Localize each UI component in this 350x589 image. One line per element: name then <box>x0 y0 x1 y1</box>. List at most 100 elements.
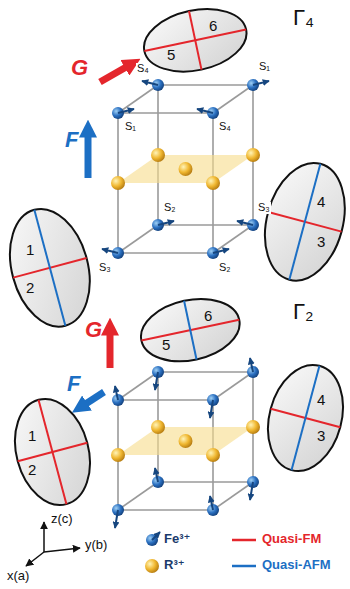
plane-ellipse-shape <box>265 362 346 474</box>
ellipse-outline <box>7 206 93 330</box>
legend-rare-earth-sample <box>145 559 159 573</box>
vector-label: F <box>64 128 79 151</box>
spin-arrow <box>210 400 213 418</box>
cell-edge <box>118 252 213 254</box>
cell-edge <box>213 85 253 113</box>
ellipse-outline <box>12 396 93 508</box>
legend-afm-line <box>232 565 256 568</box>
rare-earth-atom <box>246 420 260 434</box>
plane-ellipse: 34 <box>265 362 346 474</box>
site-label: S₂ <box>218 262 232 274</box>
ellipse-group <box>12 396 93 508</box>
ellipse-group <box>7 206 93 330</box>
rare-earth-atom <box>179 162 193 176</box>
rare-earth-atom <box>151 148 165 162</box>
sublattice-number: 4 <box>317 392 325 407</box>
legend-text: Quasi-FM <box>262 532 321 546</box>
unit-cell <box>102 79 269 259</box>
plane-ellipse: 34 <box>262 160 348 284</box>
legend-text: R³⁺ <box>164 558 185 572</box>
sublattice-number: 2 <box>26 280 34 295</box>
rare-earth-atom <box>151 420 165 434</box>
rare-earth-atom <box>206 176 220 190</box>
site-label: S₄ <box>218 121 232 133</box>
legend-text: Quasi-AFM <box>262 558 331 572</box>
coupling-line <box>38 400 66 504</box>
rare-earth-atom <box>111 448 125 462</box>
axis-label: z(c) <box>50 512 74 526</box>
phase-label: Γ₄ <box>292 6 315 29</box>
spin-arrow <box>118 109 134 113</box>
plane-ellipse-shape <box>262 160 348 284</box>
sublattice-number: 3 <box>317 428 325 443</box>
sublattice-number: 5 <box>167 47 175 62</box>
sublattice-number: 6 <box>204 308 212 323</box>
axis-arrow <box>44 548 80 552</box>
legend-spin-sample <box>152 532 160 540</box>
cell-edge <box>158 224 253 226</box>
ellipse-outline <box>265 362 346 474</box>
spin-arrow <box>253 81 269 85</box>
plane-ellipse-shape <box>7 206 93 330</box>
plane-ellipse-shape <box>12 396 93 508</box>
vector-label: F <box>66 372 81 395</box>
ellipse-outline <box>141 6 249 75</box>
cell-edge <box>118 225 158 253</box>
plane-ellipse: 56 <box>141 6 249 75</box>
ellipse-outline <box>138 296 243 364</box>
sublattice-number: 4 <box>317 194 325 209</box>
cell-edge <box>118 112 213 114</box>
spin-arrow <box>197 109 213 113</box>
coupling-line <box>34 210 65 326</box>
ellipse-group <box>141 6 249 75</box>
f-vector-arrow <box>84 392 104 405</box>
cell-edge <box>118 399 213 401</box>
sublattice-number: 1 <box>28 428 36 443</box>
legend-fm-line <box>232 539 256 542</box>
ellipse-outline <box>262 160 348 284</box>
axis-label: y(b) <box>84 538 108 552</box>
sublattice-number: 6 <box>209 18 217 33</box>
site-label: S₃ <box>257 202 271 214</box>
cell-edge <box>213 225 253 253</box>
axis-label: x(a) <box>6 569 30 583</box>
spin-arrow <box>158 221 174 225</box>
sublattice-number: 1 <box>26 242 34 257</box>
rare-earth-plane <box>118 427 253 455</box>
plane-ellipse-shape <box>141 6 249 75</box>
f-vector-arrow <box>85 134 92 178</box>
site-label: S₁ <box>258 61 271 73</box>
sublattice-number: 3 <box>317 234 325 249</box>
vector-label: G <box>70 56 89 79</box>
rare-earth-atom <box>246 148 260 162</box>
cell-edge <box>158 371 253 373</box>
ellipse-group <box>265 362 346 474</box>
site-label: S₄ <box>136 63 150 75</box>
rare-earth-plane <box>118 155 253 183</box>
ellipse-group <box>138 296 243 364</box>
plane-ellipse: 12 <box>12 396 93 508</box>
cell-edge <box>118 372 158 400</box>
phase-label: Γ₂ <box>292 300 315 323</box>
axis-arrow <box>43 522 45 552</box>
coupling-line <box>289 164 320 280</box>
cell-edge <box>118 85 158 113</box>
coupling-line <box>189 11 201 70</box>
site-label: S₃ <box>98 262 112 274</box>
spin-arrow <box>155 372 158 390</box>
cell-edge <box>158 481 253 483</box>
plane-ellipse: 12 <box>7 206 93 330</box>
plane-ellipse-shape <box>138 296 243 364</box>
spin-arrow <box>250 482 253 500</box>
ellipse-group <box>262 160 348 284</box>
site-label: S₁ <box>124 121 137 133</box>
spin-arrow <box>237 221 253 225</box>
axis-arrow <box>26 552 44 566</box>
cell-edge <box>158 84 253 86</box>
spin-arrow <box>155 468 158 482</box>
coupling-line <box>184 301 196 360</box>
cell-edge <box>213 482 253 510</box>
spin-arrow <box>213 249 229 253</box>
spin-arrow <box>142 81 158 85</box>
